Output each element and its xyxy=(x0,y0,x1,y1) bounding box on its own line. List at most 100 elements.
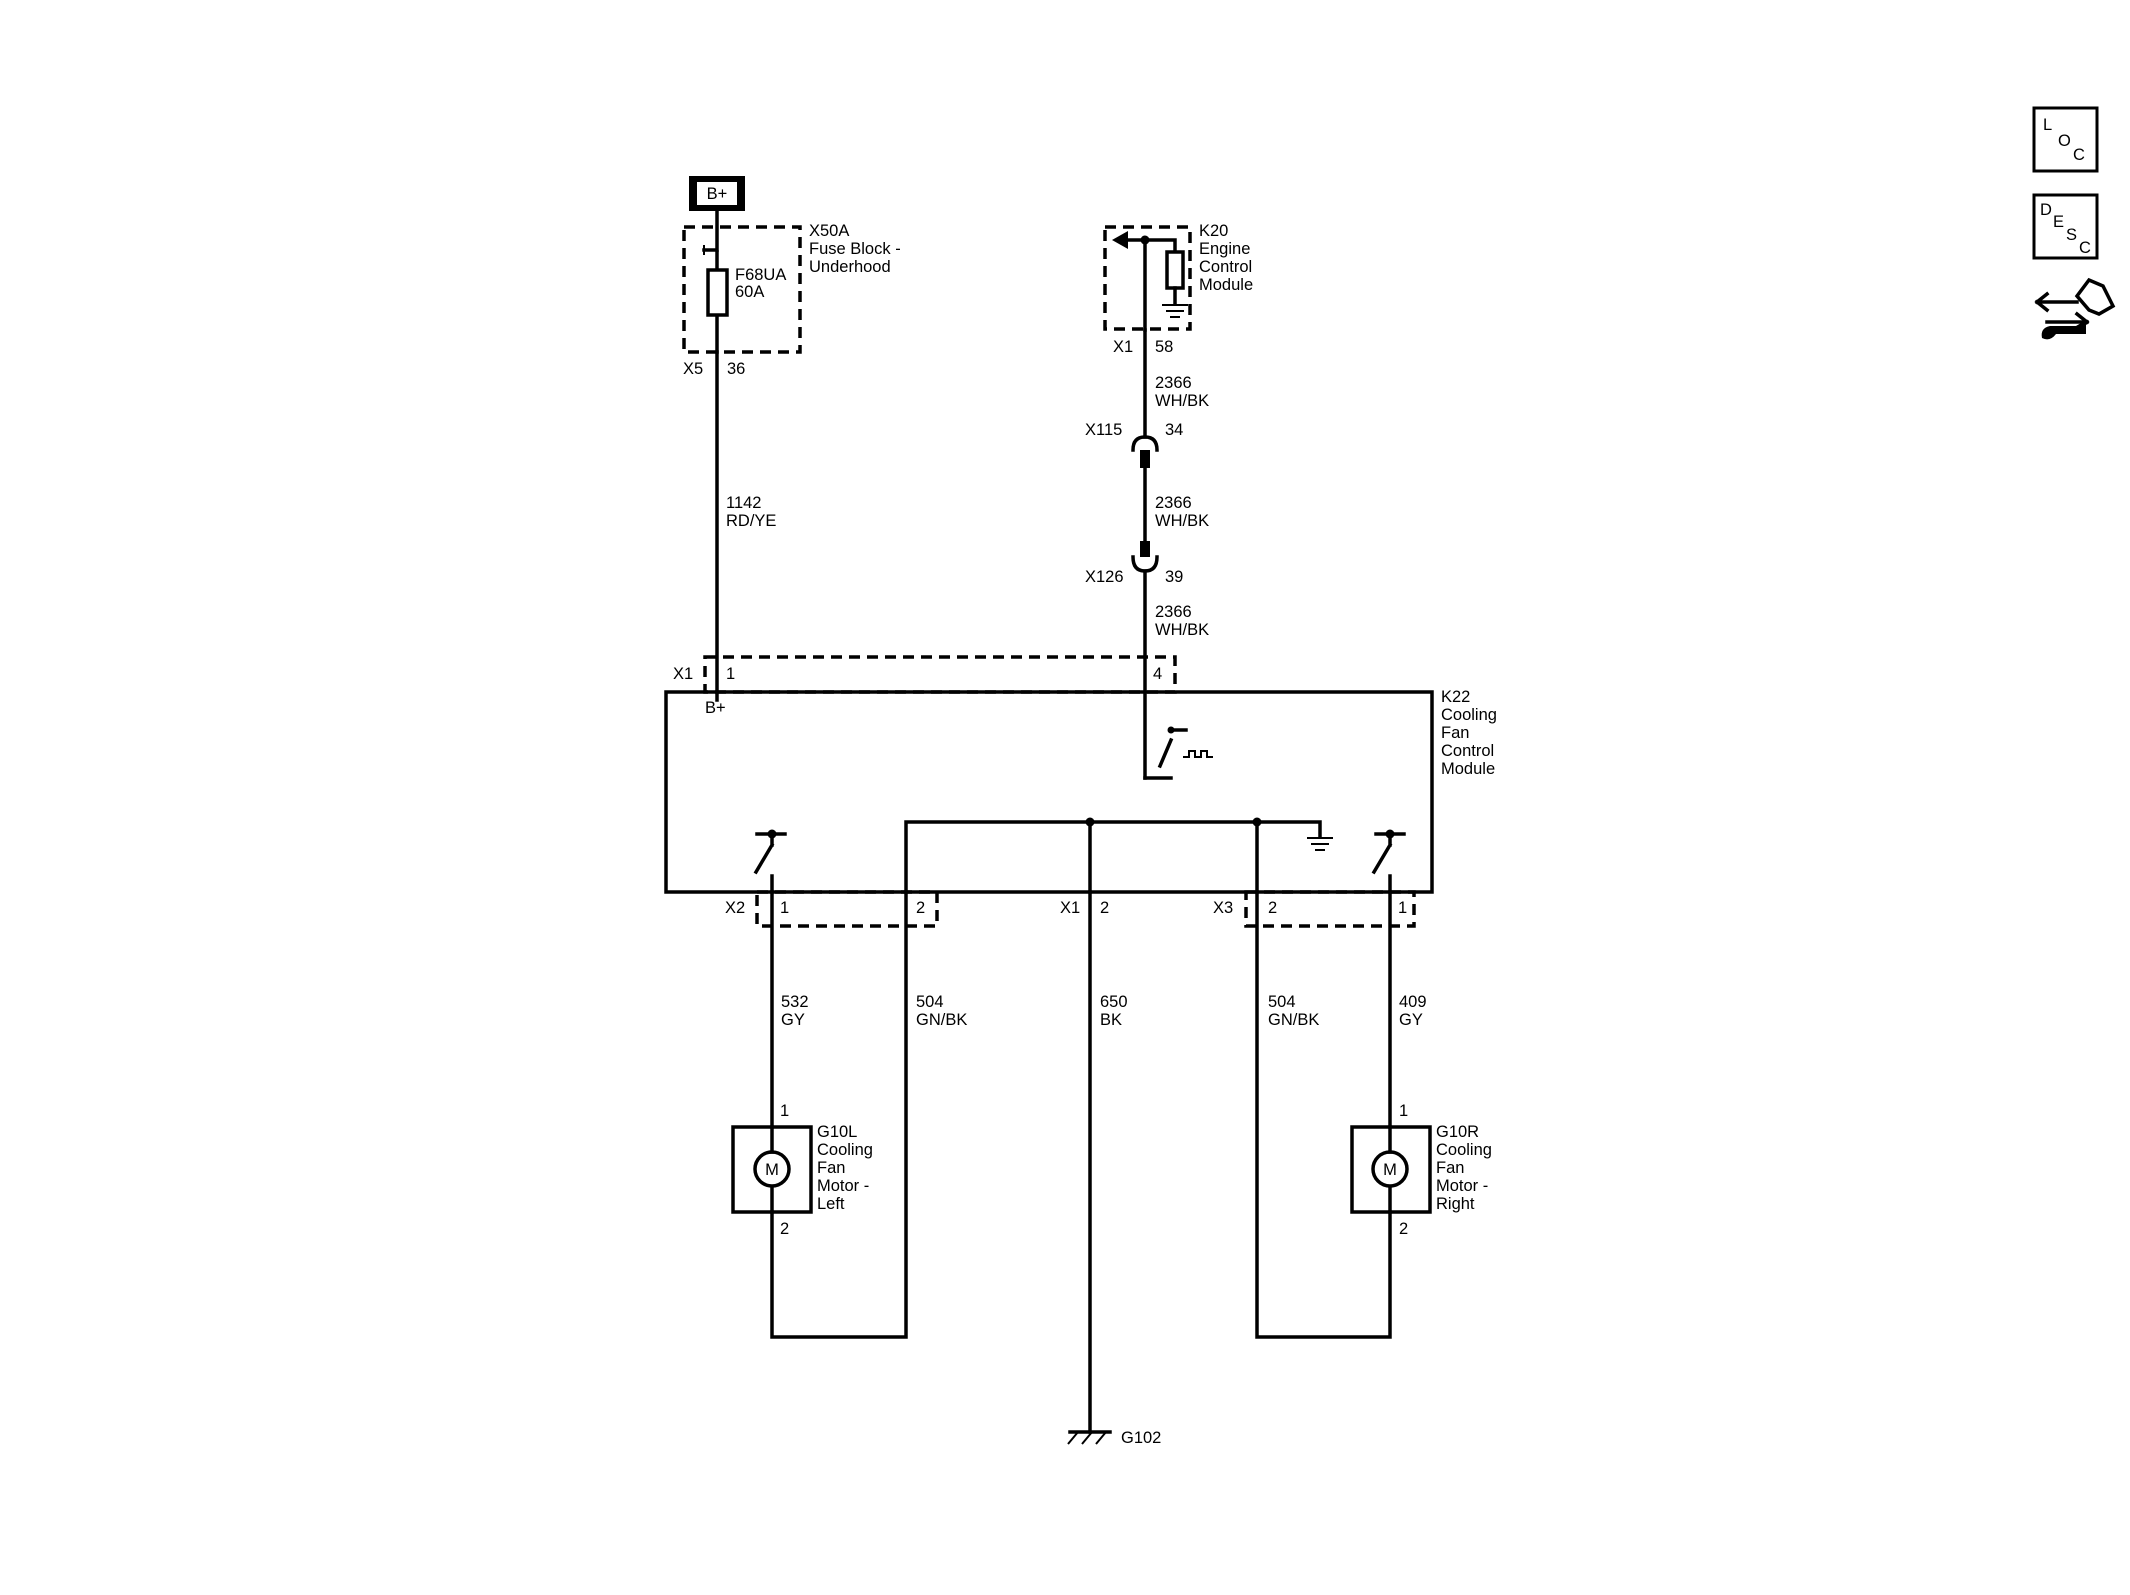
motor-left-pin-top: 1 xyxy=(780,1102,789,1120)
fuse-f68ua-symbol xyxy=(706,268,729,317)
inline-connector-x115: X115 34 xyxy=(1085,421,1183,468)
description-icon[interactable]: D E S C xyxy=(2032,193,2099,260)
left-motor-switch xyxy=(753,829,787,894)
wire-650-circuit: 650 xyxy=(1100,993,1128,1011)
wire-532-color: GY xyxy=(781,1011,805,1029)
inline-connector-x126: X126 39 xyxy=(1085,541,1183,586)
motor-right-pin-top: 1 xyxy=(1399,1102,1408,1120)
connector-repair-icon[interactable] xyxy=(2034,277,2116,340)
motor-left-name-1: Cooling xyxy=(817,1141,873,1159)
ground-g102: G102 xyxy=(1067,1429,1161,1447)
wire-504l-circuit: 504 xyxy=(916,993,944,1011)
ecm-name-3: Module xyxy=(1199,276,1253,294)
battery-positive-label: B+ xyxy=(707,185,728,203)
k22-x1b-connector: X1 xyxy=(1060,899,1080,917)
k22-x3-connector: X3 xyxy=(1213,899,1233,917)
k22-x1b-pin2: 2 xyxy=(1100,899,1109,917)
wire-409-circuit: 409 xyxy=(1399,993,1427,1011)
k22-x3-connector-outline xyxy=(1244,890,1416,928)
motor-right-m: M xyxy=(1383,1161,1397,1179)
wire-2366b-circuit: 2366 xyxy=(1155,494,1192,512)
motor-right-name-3: Motor - xyxy=(1436,1177,1488,1195)
wire-532-circuit: 532 xyxy=(781,993,809,1011)
k22-ref: K22 xyxy=(1441,688,1470,706)
motor-right-pin-bottom: 2 xyxy=(1399,1220,1408,1238)
wire-504-left xyxy=(770,890,908,1339)
wire-409-color: GY xyxy=(1399,1011,1423,1029)
wire-504-right xyxy=(1255,890,1392,1339)
k22-x1-connector: X1 xyxy=(673,665,693,683)
k22-x2-pin2: 2 xyxy=(916,899,925,917)
k22-x3-pin1: 1 xyxy=(1398,899,1407,917)
x126-pin: 39 xyxy=(1165,568,1183,586)
location-icon[interactable]: L O C xyxy=(2032,106,2099,173)
ecm-pullup-resistor xyxy=(1165,250,1185,290)
internal-ground-icon xyxy=(1307,837,1333,851)
fuse-block-x50a: F68UA 60A X50A Fuse Block - Underhood X5… xyxy=(682,209,901,378)
k22-module-box xyxy=(664,690,1434,894)
k22-name-3: Control xyxy=(1441,742,1494,760)
motor-left-name-3: Motor - xyxy=(817,1177,869,1195)
wire-2366c-color: WH/BK xyxy=(1155,621,1209,639)
fuse-block-name-2: Underhood xyxy=(809,258,891,276)
x126-ref: X126 xyxy=(1085,568,1124,586)
ecm-pin: 58 xyxy=(1155,338,1173,356)
ecm-name-1: Engine xyxy=(1199,240,1250,258)
k22-x1-pin4: 4 xyxy=(1153,665,1162,683)
k22-name-2: Fan xyxy=(1441,724,1469,742)
ecm-connector: X1 xyxy=(1113,338,1133,356)
k22-x1-pin1: 1 xyxy=(726,665,735,683)
motor-left-m: M xyxy=(765,1161,779,1179)
wire-504l-color: GN/BK xyxy=(916,1011,967,1029)
fuse-block-connector: X5 xyxy=(683,360,703,378)
x115-pin: 34 xyxy=(1165,421,1183,439)
motor-left-name-2: Fan xyxy=(817,1159,845,1177)
wire-1142-color: RD/YE xyxy=(726,512,776,530)
wire-504r-color: GN/BK xyxy=(1268,1011,1319,1029)
motor-left-name-4: Left xyxy=(817,1195,845,1213)
k22-x2-pin1: 1 xyxy=(780,899,789,917)
right-motor-switch xyxy=(1371,829,1406,894)
svg-text:C: C xyxy=(2079,239,2091,257)
x115-ref: X115 xyxy=(1085,421,1122,439)
motor-right-symbol xyxy=(1371,1150,1409,1188)
engine-control-module-k20: K20 Engine Control Module X1 58 xyxy=(1103,222,1253,356)
fuse-block-name-1: Fuse Block - xyxy=(809,240,901,258)
battery-positive-source: B+ xyxy=(689,176,745,211)
k22-x2-connector-outline xyxy=(755,890,939,928)
svg-text:L: L xyxy=(2043,116,2052,134)
pwm-signal-icon xyxy=(1183,750,1213,758)
fuse-ref: F68UA xyxy=(735,266,786,284)
wire-2366a-circuit: 2366 xyxy=(1155,374,1192,392)
k22-x3-pin2: 2 xyxy=(1268,899,1277,917)
wire-504r-circuit: 504 xyxy=(1268,993,1296,1011)
k22-x2-connector: X2 xyxy=(725,899,745,917)
ground-ref: G102 xyxy=(1121,1429,1161,1447)
fuse-block-ref: X50A xyxy=(809,222,849,240)
svg-text:S: S xyxy=(2066,226,2077,244)
motor-left-ref: G10L xyxy=(817,1123,857,1141)
ecm-name-2: Control xyxy=(1199,258,1252,276)
fuse-rating: 60A xyxy=(735,283,764,301)
motor-right-name-2: Fan xyxy=(1436,1159,1464,1177)
wire-1142-circuit: 1142 xyxy=(726,494,761,512)
ecm-ref: K20 xyxy=(1199,222,1228,240)
wire-2366a-color: WH/BK xyxy=(1155,392,1209,410)
cooling-fan-control-module-k22: X1 1 4 B+ K22 Cooling Fan Control Module xyxy=(664,655,1497,928)
motor-right-name-1: Cooling xyxy=(1436,1141,1492,1159)
k22-x1-connector-outline xyxy=(703,655,1177,694)
ecm-output-arrow xyxy=(1112,231,1128,249)
motor-right-name-4: Right xyxy=(1436,1195,1475,1213)
wire-2366b-color: WH/BK xyxy=(1155,512,1209,530)
svg-text:D: D xyxy=(2040,201,2052,219)
k22-bplus-label: B+ xyxy=(705,699,726,717)
k22-name-1: Cooling xyxy=(1441,706,1497,724)
cooling-fan-motor-right-g10r: M 1 2 G10R Cooling Fan Motor - Right xyxy=(1350,1102,1492,1238)
cooling-fan-motor-left-g10l: M 1 2 G10L Cooling Fan Motor - Left xyxy=(731,1102,873,1238)
pwm-input-switch xyxy=(1157,737,1174,769)
motor-left-pin-bottom: 2 xyxy=(780,1220,789,1238)
fuse-block-pin: 36 xyxy=(727,360,745,378)
k22-name-4: Module xyxy=(1441,760,1495,778)
svg-text:O: O xyxy=(2058,132,2071,150)
